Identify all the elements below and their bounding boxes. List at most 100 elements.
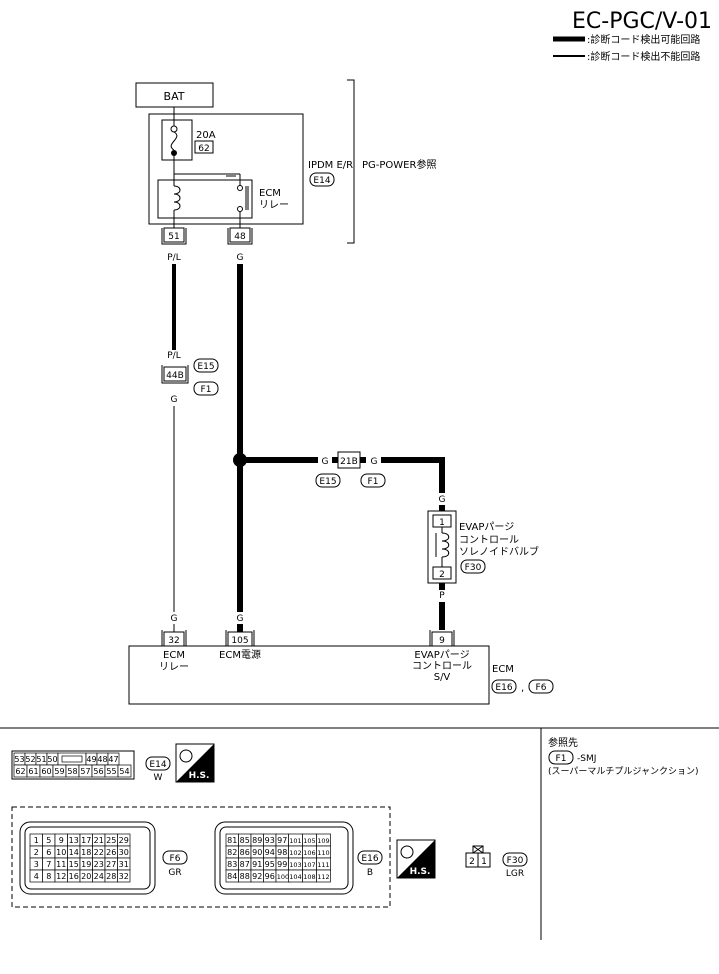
connector-e14-pin: 50 (47, 755, 57, 764)
connector-f1-left: F1 (201, 385, 212, 395)
ecm-pin-9-desc-1: EVAPパージ (414, 649, 469, 661)
connector-f6-pin: 28 (106, 872, 116, 881)
connector-f6-pin: 27 (106, 860, 116, 869)
connector-e16-pin: 99 (277, 860, 287, 869)
connector-f6-pin: 20 (81, 872, 91, 881)
connector-e14-pin: 55 (106, 767, 116, 776)
connector-f30-color: LGR (506, 869, 524, 879)
bat-label: BAT (164, 90, 185, 103)
connector-f6-pin: 11 (56, 860, 66, 869)
fuse-number: 62 (198, 144, 209, 154)
connector-e16-cell (316, 869, 331, 883)
connector-e16-pin: 94 (265, 848, 275, 857)
diagram-code: EC-PGC/V-01 (572, 9, 712, 34)
ipdm-pin-48 (229, 227, 251, 243)
connector-f6-pin: 4 (34, 872, 39, 881)
ecm-pin-105-desc: ECM電源 (219, 648, 261, 661)
connector-f6-pin: 17 (81, 836, 91, 845)
connector-e16-pin: 90 (252, 848, 262, 857)
ecm-connector-badge-1 (491, 679, 517, 694)
connector-e14-pin: 47 (108, 755, 118, 764)
connector-group-frame (11, 806, 391, 908)
relay-label-1: ECM (259, 188, 281, 199)
connector-f6-pin: 2 (34, 848, 39, 857)
connector-f6-pin: 7 (46, 860, 51, 869)
valve-pin-1-label: 1 (439, 518, 445, 528)
connector-e14-pin: 53 (14, 755, 24, 764)
fuse-terminal-top (170, 125, 178, 133)
connector-e14-pin: 54 (119, 767, 129, 776)
connector-e16-pin: 102 (289, 849, 301, 857)
connector-e16-pin: 86 (240, 848, 250, 857)
connector-e16-pin: 95 (265, 860, 275, 869)
connector-f6-pin: 15 (69, 860, 79, 869)
connector-f6-pin: 5 (46, 836, 51, 845)
fuse-terminal-bottom (171, 150, 177, 156)
connector-f6-pin: 21 (94, 836, 104, 845)
wire-left-color-below: G (171, 395, 178, 405)
junction-color-right: G (371, 457, 378, 467)
connector-f1-badge-junction (360, 473, 386, 488)
wire-left-color-mid: P/L (167, 351, 180, 361)
valve-connector-badge (460, 559, 486, 574)
connector-e14-pin: 51 (36, 755, 46, 764)
connector-f6-pin: 6 (46, 848, 51, 857)
ecm-wire-left-color: G (171, 614, 178, 624)
connector-f6-pin: 9 (59, 836, 64, 845)
connector-e14-cell (117, 764, 132, 778)
connector-e14-pin: 52 (25, 755, 35, 764)
connector-f1-badge-left (193, 381, 219, 396)
connector-f6-pin: 25 (106, 836, 116, 845)
valve-pin-2-label: 2 (439, 570, 445, 580)
ecm-pin-32-label: 32 (168, 636, 179, 646)
connector-21b-label: 21B (340, 457, 358, 467)
connector-f30-code: F30 (507, 856, 524, 866)
connector-f6-pin: 23 (94, 860, 104, 869)
fuse-icon (170, 131, 178, 151)
connector-e16-pin: 101 (289, 837, 301, 845)
ipdm-bracket (347, 79, 355, 244)
valve-connector: F30 (465, 563, 482, 573)
connector-f30-face: 2 1 (465, 845, 491, 868)
connector-e14-pin: 61 (28, 767, 38, 776)
connector-e16-pin: 91 (252, 860, 262, 869)
junction-color-left: G (322, 457, 329, 467)
valve-label-1: EVAPパージ (459, 521, 514, 533)
ipdm-label: IPDM E/R (308, 160, 353, 171)
legend-not-detectable-text: :診断コード検出不能回路 (587, 50, 700, 63)
connector-e16-pin: 111 (317, 861, 329, 869)
connector-f6-pin: 13 (69, 836, 79, 845)
connector-e16-pin: 85 (240, 836, 250, 845)
connector-f6-pin: 10 (56, 848, 66, 857)
connector-e14-pin: 58 (67, 767, 77, 776)
connector-e16-pin: 103 (289, 861, 301, 869)
connector-f1-junction: F1 (368, 477, 379, 487)
connector-44b-label: 44B (166, 371, 184, 381)
wire-left-color-top: P/L (167, 253, 180, 263)
connector-f6-pin: 14 (69, 848, 79, 857)
fuse-number-box (194, 140, 214, 154)
connector-e15-junction: E15 (319, 477, 336, 487)
legend-detectable-text: :診断コード検出可能回路 (587, 33, 700, 46)
connector-f6-pin: 29 (119, 836, 129, 845)
connector-e16-pin: 104 (289, 873, 301, 881)
valve-label-2: コントロール (459, 535, 519, 546)
connector-f6-cell (117, 869, 131, 883)
connector-e16-pin: 87 (240, 860, 250, 869)
ecm-connector-badge-2 (528, 679, 554, 694)
connector-f6-pin: 31 (119, 860, 129, 869)
connector-e14-pin: 62 (15, 767, 25, 776)
connector-e16-pin: 96 (265, 872, 275, 881)
connector-e14-color: W (154, 773, 163, 783)
connector-e16-pin: 107 (303, 861, 315, 869)
hs-label-e14: H.S. (189, 771, 210, 781)
ipdm-connector-badge (309, 172, 335, 187)
connector-f30-pin-1: 1 (481, 857, 487, 867)
connector-e16-pin: 92 (252, 872, 262, 881)
wire-junction-right (381, 457, 445, 493)
hs-icon-e16: H.S. (396, 839, 436, 879)
connector-f6-badge (162, 850, 188, 865)
connector-e16-pin: 81 (227, 836, 237, 845)
reference-conn-suffix: -SMJ (577, 754, 596, 764)
